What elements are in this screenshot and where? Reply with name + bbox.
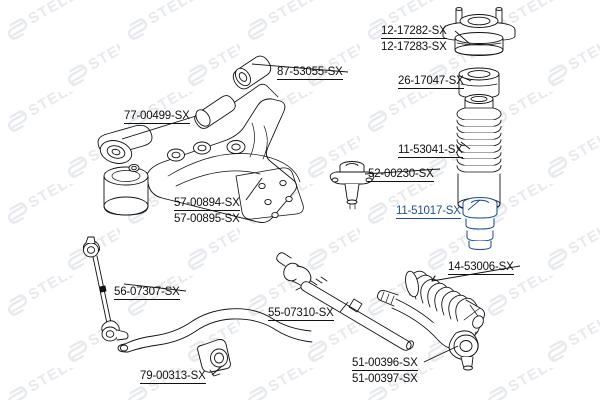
part-label-51-00396-sx[interactable]: 51-00396-SX — [352, 357, 418, 371]
part-label-14-53006-sx[interactable]: 14-53006-SX — [448, 261, 514, 275]
part-label-79-00313-sx[interactable]: 79-00313-SX — [140, 370, 206, 384]
part-label-12-17283-sx[interactable]: 12-17283-SX — [381, 41, 447, 53]
part-label-77-00499-sx[interactable]: 77-00499-SX — [124, 110, 190, 124]
part-label-11-53041-sx[interactable]: 11-53041-SX — [398, 144, 463, 158]
part-label-12-17282-sx[interactable]: 12-17282-SX — [381, 25, 447, 39]
part-label-55-07310-sx[interactable]: 55-07310-SX — [268, 307, 334, 321]
part-label-56-07307-sx[interactable]: 56-07307-SX — [114, 286, 180, 300]
part-label-52-00230-sx[interactable]: 52-00230-SX — [368, 168, 434, 182]
part-label-11-51017-sx[interactable]: 11-51017-SX — [396, 205, 461, 219]
part-label-87-53055-sx[interactable]: 87-53055-SX — [277, 66, 343, 80]
part-label-57-00895-sx[interactable]: 57-00895-SX — [174, 213, 240, 225]
part-label-51-00397-sx[interactable]: 51-00397-SX — [352, 373, 418, 385]
part-label-26-17047-sx[interactable]: 26-17047-SX — [398, 75, 464, 89]
part-label-57-00894-sx[interactable]: 57-00894-SX — [174, 197, 240, 211]
